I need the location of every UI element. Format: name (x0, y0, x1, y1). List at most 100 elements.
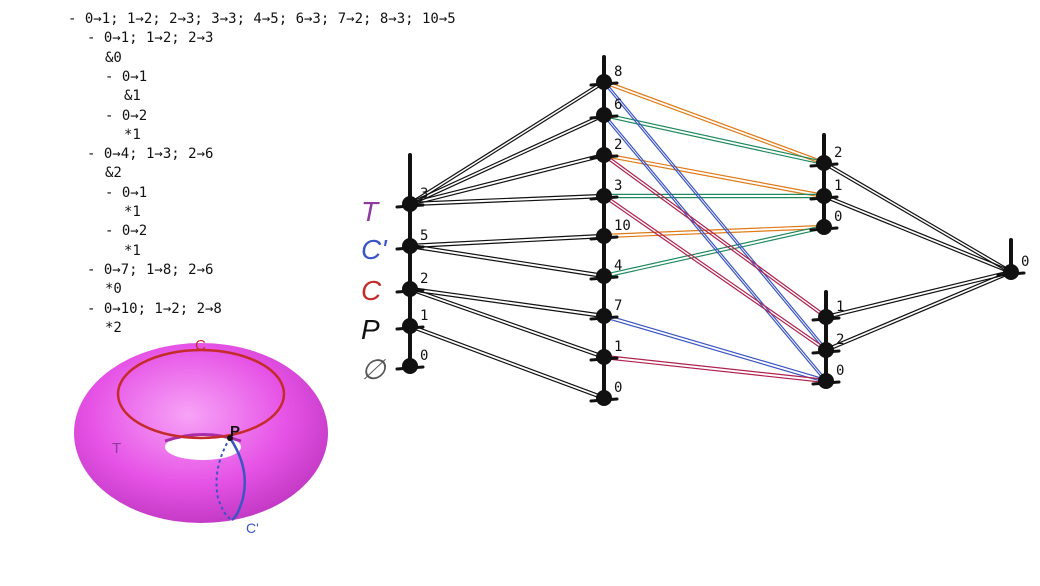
node-dot (596, 390, 612, 406)
curve-c-prime-back (215, 437, 233, 521)
node-dot (596, 188, 612, 204)
torus-label-p: P (230, 423, 240, 440)
edge-line (823, 160, 1012, 271)
torus-surface (74, 343, 328, 523)
edge-line (823, 197, 1012, 275)
edge-line (603, 313, 827, 380)
torus-label-t: T (112, 440, 121, 457)
node-dot (402, 196, 418, 212)
edge-line (603, 228, 825, 279)
edge-line (409, 286, 605, 315)
edge-line (603, 224, 825, 235)
node-label: 2 (420, 271, 428, 287)
legend-label: C (361, 275, 382, 306)
edge-line (409, 327, 605, 401)
node-label: 0 (420, 348, 428, 364)
curve-c (116, 348, 286, 440)
edge-line (409, 156, 605, 207)
edge-line (603, 224, 825, 275)
node-dot (596, 268, 612, 284)
legend-label: ∅ (361, 354, 387, 385)
node-dot (402, 281, 418, 297)
tree-line: - 0→10; 1→2; 2→8 (87, 300, 222, 317)
edge-line (603, 193, 827, 349)
edge-line (825, 269, 1012, 349)
edge-line (603, 113, 827, 380)
edge-line (603, 152, 825, 195)
node-label: 0 (834, 209, 842, 225)
tree-line: - 0→1; 1→2; 2→3 (87, 30, 214, 47)
node-dot (818, 309, 834, 325)
edge-line (409, 79, 605, 203)
tree-line: *1 (124, 242, 141, 259)
edge-line (409, 193, 605, 203)
tree-text-block: - 0→1; 1→2; 2→3; 3→3; 4→5; 6→3; 7→2; 8→3… (0, 0, 600, 340)
torus-figure: C T P C' (74, 337, 328, 536)
edge-line (409, 323, 605, 397)
edge-line (825, 273, 1012, 320)
node-dot (596, 308, 612, 324)
legend: T C' CP ∅ (361, 196, 388, 385)
edge-line (409, 290, 605, 319)
edge-line (603, 112, 825, 162)
edge-line (409, 197, 605, 207)
edge-line (409, 243, 605, 275)
edge-line (823, 164, 1012, 275)
edge-line (603, 83, 827, 352)
node-label: 10 (614, 218, 631, 234)
edge-line (409, 290, 605, 360)
torus-hole-shadow (164, 433, 242, 443)
edge-line (409, 233, 605, 245)
legend-label: C' (361, 234, 388, 265)
node-dot (596, 349, 612, 365)
edge-line (603, 317, 827, 384)
edge-line (603, 116, 827, 383)
edge-line (603, 80, 827, 349)
node-label: 2 (834, 145, 842, 161)
node-dot (1003, 264, 1019, 280)
node-label: 2 (836, 332, 844, 348)
node-dot (816, 155, 832, 171)
node-label: 7 (614, 298, 622, 314)
node-label: 1 (420, 308, 428, 324)
edge-line (603, 358, 827, 384)
edge-line (603, 152, 827, 316)
edge-line (409, 152, 605, 203)
edge-line (409, 286, 605, 356)
edge-line (825, 269, 1012, 316)
tree-line: &1 (124, 88, 141, 105)
edge-line (603, 197, 827, 353)
node-label: 0 (614, 380, 622, 396)
legend-label: T (361, 196, 380, 227)
node-dot (402, 358, 418, 374)
tree-line: - 0→2 (105, 223, 148, 240)
tree-line: *0 (105, 281, 122, 298)
tree-line: &0 (105, 49, 122, 66)
tree-line: &2 (105, 165, 122, 182)
node-dot (402, 318, 418, 334)
node-label: 6 (614, 97, 622, 113)
node-dot (596, 147, 612, 163)
tree-line: *1 (124, 126, 141, 143)
node-label: 5 (420, 228, 428, 244)
edge-line (603, 156, 827, 320)
torus-label-c: C (195, 337, 206, 354)
node-label: 4 (614, 258, 622, 274)
edge-line (409, 237, 605, 249)
tree-line: - 0→1; 1→2; 2→3; 3→3; 4→5; 6→3; 7→2; 8→3… (68, 11, 456, 27)
node-dot (596, 107, 612, 123)
node-label: 1 (614, 339, 622, 355)
curve-c-prime-front (228, 437, 247, 522)
edge-line (825, 273, 1012, 353)
node-label: 3 (614, 178, 622, 194)
node-dot (818, 373, 834, 389)
tree-line: - 0→2 (105, 107, 148, 124)
legend-label: P (361, 314, 380, 345)
tree-line: - 0→4; 1→3; 2→6 (87, 146, 214, 163)
node-label: 1 (834, 178, 842, 194)
tree-line: - 0→1 (105, 68, 148, 85)
node-dot (818, 342, 834, 358)
tree-line: *2 (105, 319, 122, 336)
